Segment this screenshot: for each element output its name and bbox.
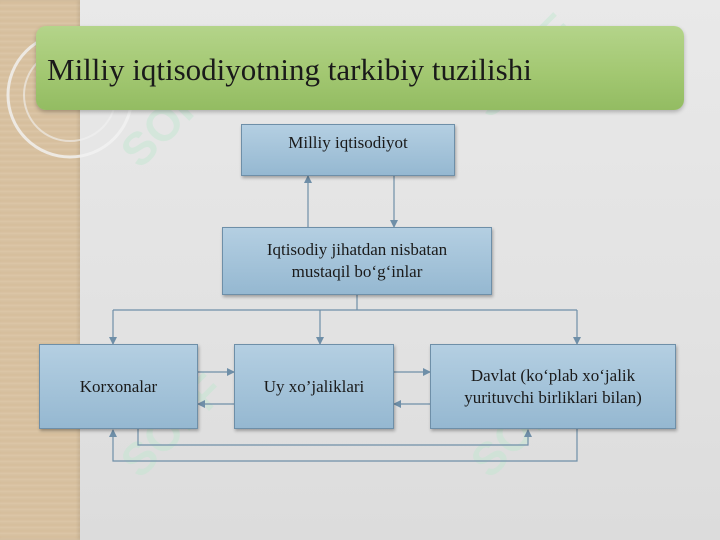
- node-uy-xojaliklari: Uy xo’jaliklari: [234, 344, 394, 429]
- node-label: Davlat (ko‘plab xo‘jalik yurituvchi birl…: [464, 365, 642, 407]
- slide-title: Milliy iqtisodiyotning tarkibiy tuzilish…: [47, 52, 532, 87]
- node-label: Milliy iqtisodiyot: [288, 133, 408, 152]
- loop-left-to-right: [137, 429, 532, 446]
- node-korxonalar: Korxonalar: [39, 344, 198, 429]
- node-mustaqil-boginlar: Iqtisodiy jihatdan nisbatan mustaqil bo‘…: [222, 227, 492, 295]
- node-label: Korxonalar: [79, 376, 158, 396]
- node-milliy-iqtisodiyot: Milliy iqtisodiyot: [241, 124, 455, 176]
- loop-right-to-left: [109, 429, 578, 462]
- title-bar: Milliy iqtisodiyotning tarkibiy tuzilish…: [36, 26, 684, 110]
- node-label: Uy xo’jaliklari: [263, 376, 365, 396]
- node-label: Iqtisodiy jihatdan nisbatan mustaqil bo‘…: [266, 240, 448, 281]
- node-davlat: Davlat (ko‘plab xo‘jalik yurituvchi birl…: [430, 344, 676, 429]
